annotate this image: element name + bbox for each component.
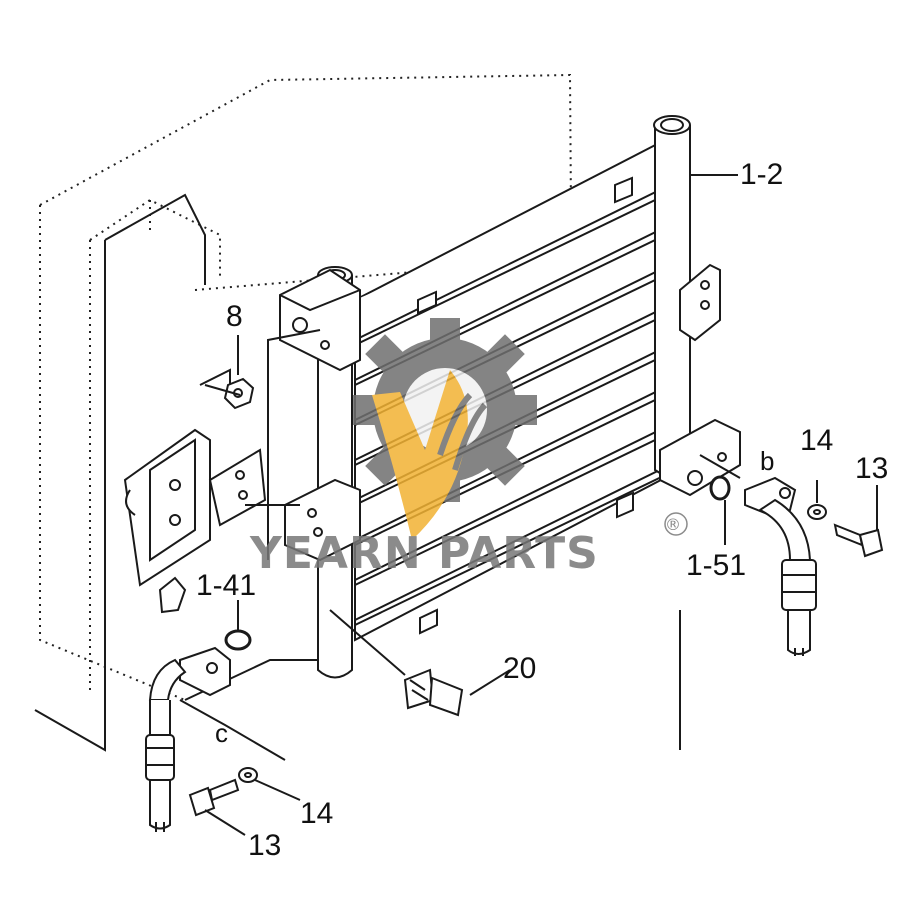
label-8: 8 [226, 300, 243, 333]
condenser-core [353, 138, 682, 642]
right-pipe-assembly [709, 475, 817, 656]
registered-mark: ® [665, 515, 681, 534]
condenser-fins [354, 179, 681, 626]
side-plates [123, 368, 267, 614]
label-13-left: 13 [248, 829, 281, 862]
fasteners [188, 504, 884, 817]
label-1-41: 1-41 [196, 569, 256, 602]
studs [417, 176, 634, 635]
label-14-right: 14 [800, 424, 833, 457]
label-14-left: 14 [300, 797, 333, 830]
label-20: 20 [503, 652, 536, 685]
registered-ring [664, 512, 688, 536]
label-c: c [215, 718, 228, 748]
label-b: b [760, 446, 774, 476]
label-1-2: 1-2 [740, 158, 783, 191]
left-pipe-assembly [145, 629, 252, 832]
callout-labels: 1-2 8 1-41 1-51 b c 14 13 14 13 20 [196, 158, 888, 862]
nut-8-drawing [223, 377, 255, 410]
flame-icon [372, 370, 468, 540]
watermark-logo: YEARN PARTS ® [249, 318, 688, 579]
mounting-brackets [279, 263, 741, 562]
leader-lines [179, 174, 878, 836]
road-stripes-icon [437, 392, 488, 471]
label-13-right: 13 [855, 452, 888, 485]
watermark-text: YEARN PARTS [249, 528, 599, 579]
label-1-51: 1-51 [686, 549, 746, 582]
